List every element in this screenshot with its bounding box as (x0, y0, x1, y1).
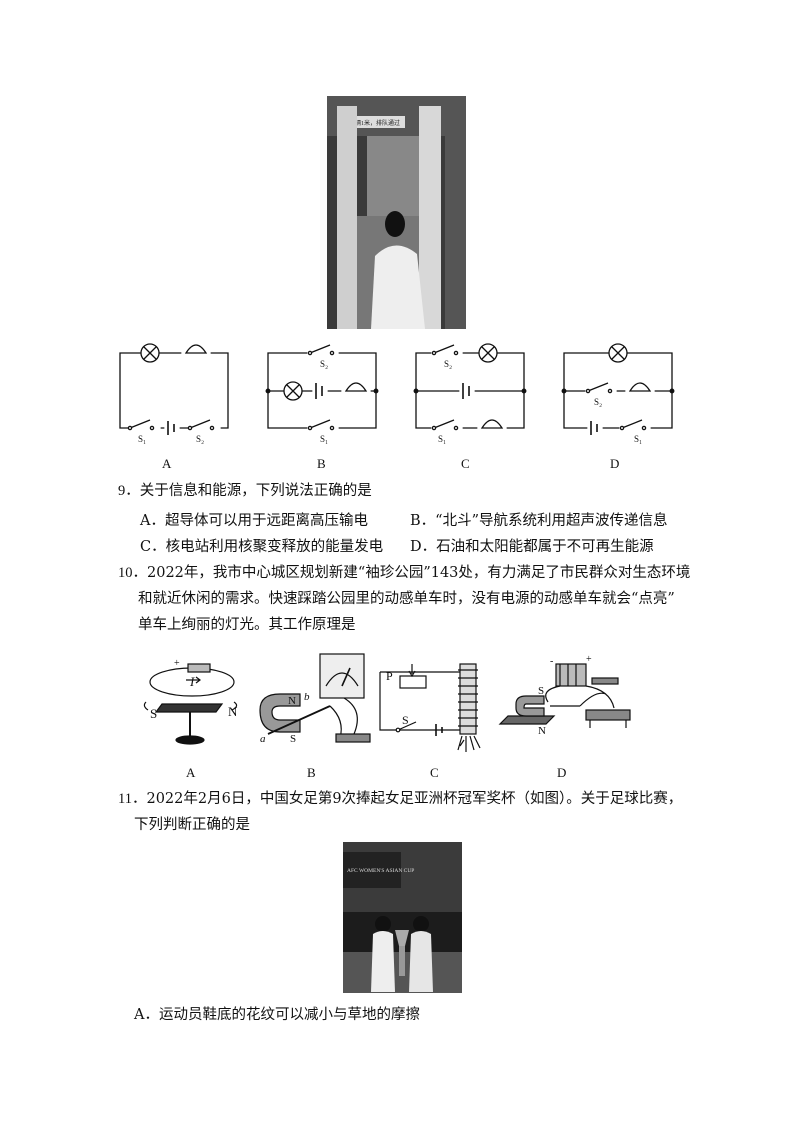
circuit-label-d: D (610, 456, 620, 471)
q9-option-b: B．“北斗”导航系统利用超声波传递信息 (410, 513, 668, 529)
circuit-c (413, 343, 527, 436)
question-11-line1: 11．2022年2月6日，中国女足第9次捧起女足亚洲杯冠军奖杯（如图）。关于足球… (118, 791, 683, 807)
figure-b: N b S a (259, 653, 371, 745)
circuit-label-b: B (317, 456, 326, 471)
question-number: 11 (118, 791, 132, 807)
question-10-line1: 10．2022年，我市中心城区规划新建“袖珍公园”143处，有力满足了市民群众对… (118, 565, 691, 581)
svg-text:N: N (288, 695, 296, 707)
trophy-photo: AFC WOMEN'S ASIAN CUP (343, 842, 462, 993)
figure-label-a: A (186, 765, 196, 780)
switch-label: S₂ (196, 434, 204, 444)
figure-a: + I S N (143, 658, 238, 745)
svg-text:S: S (150, 706, 157, 721)
svg-text:P: P (386, 669, 393, 683)
switch-label: S₁ (634, 434, 642, 444)
svg-text:N: N (228, 704, 238, 719)
svg-text:S: S (538, 685, 544, 697)
svg-text:+: + (586, 654, 592, 665)
svg-text:-: - (550, 656, 553, 667)
circuit-diagrams: S₁ S₂ S₂ S₁ S₂ S₁ S₂ S₁ (119, 338, 675, 444)
circuit-b (265, 344, 379, 436)
figure-label-d: D (557, 765, 567, 780)
question-10-line3: 单车上绚丽的灯光。其工作原理是 (138, 617, 356, 633)
question-9-stem: 9．关于信息和能源，下列说法正确的是 (118, 483, 372, 499)
svg-text:S: S (290, 733, 296, 745)
switch-label: S₁ (438, 434, 446, 444)
svg-text:b: b (304, 691, 310, 703)
q9-option-d: D．石油和太阳能都属于不可再生能源 (410, 539, 654, 555)
svg-text:a: a (260, 733, 266, 745)
svg-text:I: I (189, 674, 195, 689)
svg-text:N: N (538, 725, 546, 737)
security-gate-photo: 间隔1米，排队通过 (327, 96, 466, 329)
svg-text:+: + (174, 658, 180, 669)
circuit-label-a: A (162, 456, 172, 471)
question-11-line2: 下列判断正确的是 (134, 817, 250, 833)
switch-label: S₂ (594, 397, 602, 407)
electromagnetism-figures: + I S N N b S a P S (143, 653, 631, 752)
figure-d: - + S N (498, 654, 631, 737)
switch-label: S₂ (444, 359, 452, 369)
switch-label: S₁ (320, 434, 328, 444)
q9-option-a: A．超导体可以用于远距离高压输电 (140, 513, 368, 529)
figure-label-b: B (307, 765, 316, 780)
circuit-label-c: C (461, 456, 470, 471)
question-text: 2022年2月6日，中国女足第9次捧起女足亚洲杯冠军奖杯（如图）。关于足球比赛， (146, 791, 683, 807)
switch-label: S₂ (320, 359, 328, 369)
figure-label-c: C (430, 765, 439, 780)
circuit-d (561, 343, 675, 438)
photo1-banner-text: 间隔1米，排队通过 (349, 119, 400, 127)
q11-option-a: A．运动员鞋底的花纹可以减小与草地的摩擦 (134, 1007, 420, 1023)
svg-text:S: S (402, 713, 409, 727)
q9-option-c: C．核电站利用核聚变释放的能量发电 (140, 539, 384, 555)
photo-banner-text: AFC WOMEN'S ASIAN CUP (347, 868, 414, 874)
switch-label: S₁ (138, 434, 146, 444)
question-number: 9 (118, 483, 126, 499)
question-10-line2: 和就近休闲的需求。快速踩踏公园里的动感单车时，没有电源的动感单车就会“点亮” (138, 591, 675, 607)
circuit-a (119, 338, 229, 438)
figure-c: P S (379, 663, 481, 752)
question-text: 2022年，我市中心城区规划新建“袖珍公园”143处，有力满足了市民群众对生态环… (147, 565, 691, 581)
question-text: 关于信息和能源，下列说法正确的是 (139, 483, 372, 499)
question-number: 10 (118, 565, 133, 581)
